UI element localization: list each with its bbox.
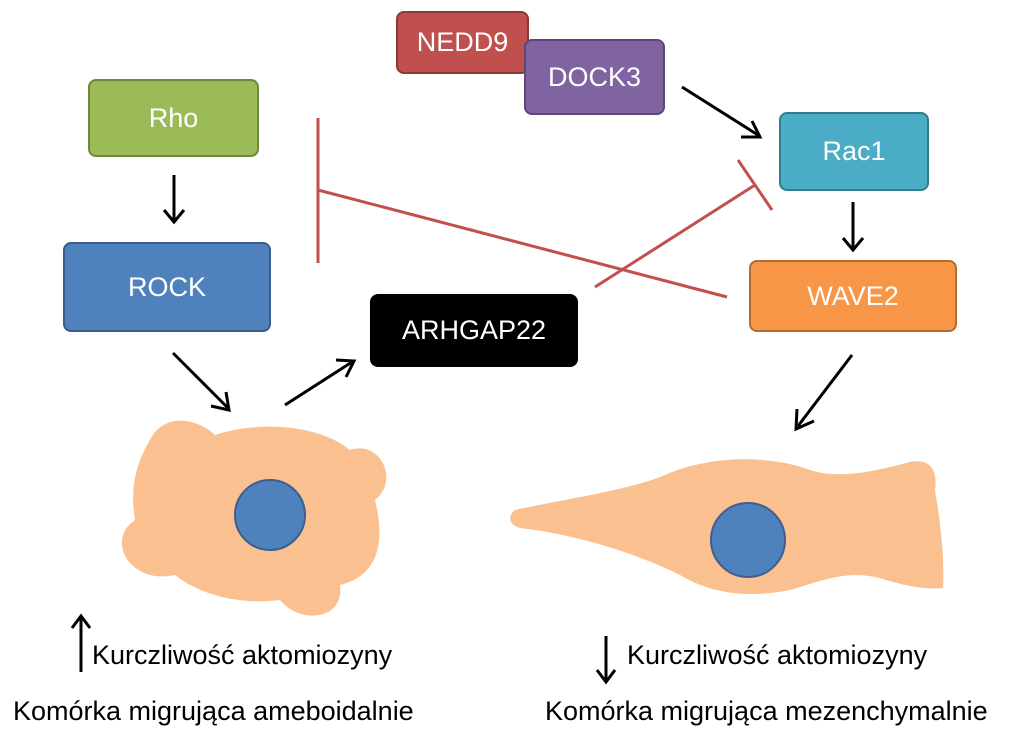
node-arhgap22-label: ARHGAP22 <box>401 315 547 345</box>
arrow-rock-to-amoeboid-cell <box>171 351 231 412</box>
arrow-rho-to-rock <box>162 175 186 225</box>
inhibition-wave2-to-rock <box>316 118 728 299</box>
right-cell-caption: Komórka migrująca mezenchymalnie <box>545 696 988 726</box>
arrow-amoeboid-cell-to-arhgap22 <box>284 358 357 407</box>
arrow-rac1-to-wave2 <box>841 202 865 253</box>
node-rho: Rho <box>88 79 259 157</box>
mesenchymal-cell <box>510 459 944 595</box>
right-contractility-caption: Kurczliwość aktomiozyny <box>627 640 928 670</box>
node-dock3: DOCK3 <box>524 39 665 115</box>
mesenchymal-nucleus <box>710 502 786 578</box>
inhibition-arhgap22-to-rac1 <box>594 159 774 289</box>
left-cell-caption: Komórka migrująca ameboidalnie <box>13 696 414 726</box>
node-dock3-label: DOCK3 <box>547 61 642 92</box>
activation-arrows <box>162 85 865 432</box>
arrow-down-icon <box>595 636 617 685</box>
node-arhgap22: ARHGAP22 <box>370 294 578 367</box>
node-rac1: Rac1 <box>779 112 929 191</box>
node-nedd9: NEDD9 <box>396 11 529 74</box>
node-rac1-label: Rac1 <box>822 136 886 166</box>
node-rock-label: ROCK <box>127 271 206 302</box>
node-rock: ROCK <box>63 242 271 332</box>
left-contractility-caption: Kurczliwość aktomiozyny <box>92 640 393 670</box>
arrow-wave2-to-mesenchymal-cell <box>794 354 854 432</box>
amoeboid-nucleus <box>234 479 306 551</box>
node-rho-label: Rho <box>148 102 199 133</box>
arrow-dock3-to-rac1 <box>681 85 763 139</box>
inhibition-lines <box>316 118 774 299</box>
node-wave2: WAVE2 <box>749 260 957 332</box>
node-nedd9-label: NEDD9 <box>416 27 509 57</box>
node-wave2-label: WAVE2 <box>807 280 899 311</box>
amoeboid-cell <box>121 420 387 616</box>
arrow-up-icon <box>70 613 92 672</box>
